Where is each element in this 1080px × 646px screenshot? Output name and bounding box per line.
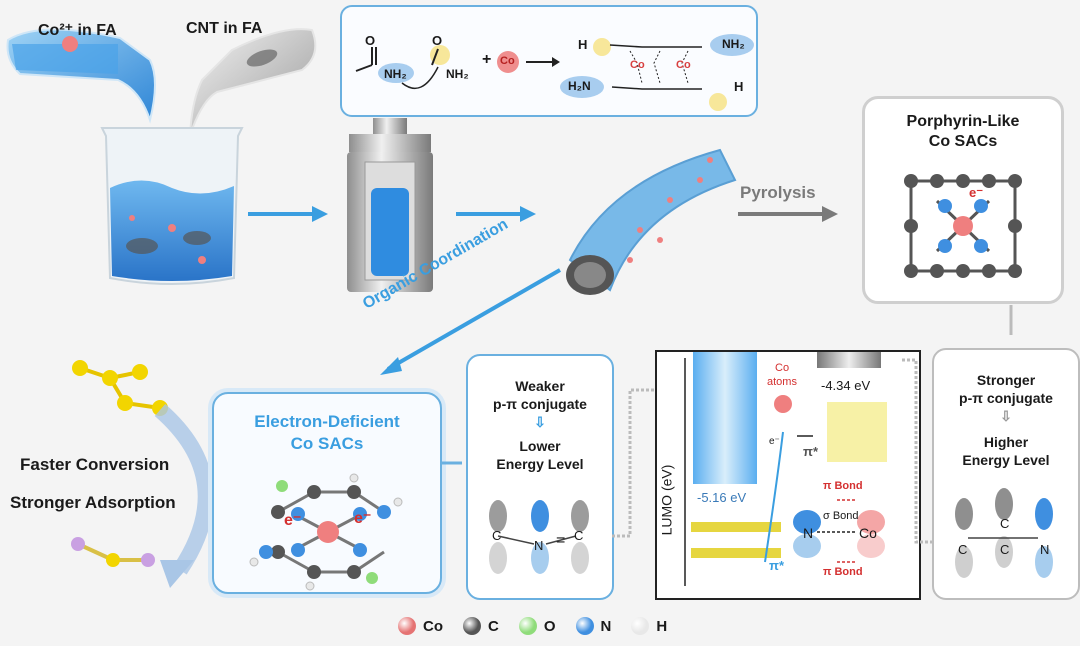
weaker-line3: Lower <box>519 438 561 454</box>
pyrolysis-arrow <box>738 206 838 222</box>
stronger-orbitals <box>955 488 1053 578</box>
co-atoms-label-2: atoms <box>767 376 797 388</box>
legend-swatch-c <box>463 617 481 635</box>
stronger-line4: Energy Level <box>962 452 1050 468</box>
weaker-arrow-icon: ⇩ <box>534 414 546 430</box>
co-atom-label: Co <box>859 525 877 541</box>
weaker-line1: Weaker <box>515 378 565 394</box>
sigma-bond: σ Bond <box>823 510 859 522</box>
porphyrin-structure <box>904 174 1022 278</box>
porphyrin-box: Porphyrin-Like Co SACs e⁻ <box>862 96 1064 304</box>
stronger-c-left: C <box>958 542 968 557</box>
reaction-plus: + <box>482 51 492 68</box>
stronger-line3: Higher <box>983 434 1029 450</box>
stronger-arrow-icon: ⇩ <box>1000 408 1012 424</box>
faster-conversion-label: Faster Conversion <box>20 455 170 474</box>
reaction-nh2-c: NH₂ <box>722 37 745 51</box>
conversion-arrow <box>154 403 214 588</box>
deficient-electron-right: e⁻ <box>354 510 372 527</box>
low-energy-value: -5.16 eV <box>697 490 747 505</box>
energy-connector <box>902 358 932 544</box>
pi-bond-top: π Bond <box>823 480 863 492</box>
porphyrin-title-2: Co SACs <box>928 133 998 150</box>
weaker-conjugate-box: Weaker p-π conjugate ⇩ Lower Energy Leve… <box>466 354 614 600</box>
reaction-co-reactant: Co <box>500 55 515 67</box>
pi-star-lower: π* <box>769 558 785 573</box>
high-energy-value: -4.34 eV <box>821 378 871 393</box>
porphyrin-connector <box>1009 305 1013 335</box>
reaction-co1: Co <box>630 59 645 71</box>
atom-legend: Co C O N H <box>398 615 667 637</box>
beaker-illustration <box>100 127 244 285</box>
reaction-o-right: O <box>432 33 443 48</box>
legend-swatch-n <box>575 617 594 635</box>
legend-label-o: O <box>543 617 556 635</box>
cobalt-flask-illustration <box>6 28 156 124</box>
cobalt-solution-label: Co²⁺ in FA <box>38 22 117 39</box>
stronger-adsorption-label: Stronger Adsorption <box>10 493 176 512</box>
pi-bond-bottom: π Bond <box>823 566 863 578</box>
legend-item-c: C <box>463 617 499 635</box>
legend-label-n: N <box>600 617 612 635</box>
reaction-nh2-b: NH₂ <box>446 67 469 81</box>
legend-item-o: O <box>518 617 556 635</box>
pi-star-upper: π* <box>803 444 819 459</box>
reaction-h2n: H₂N <box>568 79 591 93</box>
weaker-c-right: C <box>574 528 584 543</box>
legend-label-co: Co <box>423 617 443 635</box>
electron-label: e⁻ <box>769 436 780 447</box>
weaker-orbitals <box>489 500 589 574</box>
polysulfide-molecule <box>72 360 168 416</box>
electron-deficient-box: Electron-Deficient Co SACs e⁻ e⁻ <box>212 392 442 594</box>
porphyrin-electron: e⁻ <box>969 185 984 200</box>
organic-coordination-arrow <box>380 268 561 375</box>
lumo-axis-label: LUMO (eV) <box>658 464 675 536</box>
weaker-line2: p-π conjugate <box>493 396 587 412</box>
deficient-structure <box>249 473 403 591</box>
reaction-bonds <box>355 34 754 111</box>
legend-label-c: C <box>488 617 499 635</box>
energy-diagram-graphics <box>684 352 887 586</box>
weaker-double-bond: = <box>556 532 566 549</box>
co-atoms-label-1: Co <box>775 362 790 374</box>
reaction-co2: Co <box>676 59 691 71</box>
flow-arrow-1 <box>248 206 328 222</box>
stronger-c-right: C <box>1000 542 1010 557</box>
reaction-h-left: H <box>578 37 588 52</box>
nanotube-illustration <box>566 148 737 295</box>
legend-swatch-h <box>631 617 650 635</box>
reaction-nh2-a: NH₂ <box>384 67 407 81</box>
deficient-title-1: Electron-Deficient <box>254 412 400 431</box>
legend-swatch-o <box>518 617 537 635</box>
legend-label-h: H <box>656 617 668 635</box>
weaker-n-mid: N <box>534 538 544 553</box>
stronger-n-right: N <box>1040 542 1050 557</box>
cnt-solution-label: CNT in FA <box>186 20 263 37</box>
legend-swatch-co <box>398 617 416 635</box>
reaction-o-left: O <box>365 33 376 48</box>
energy-diagram-box: LUMO (eV) -5.16 eV -4.34 eV Co atoms e⁻ … <box>655 350 921 600</box>
legend-item-h: H <box>631 617 667 635</box>
pyrolysis-label: Pyrolysis <box>740 183 816 202</box>
deficient-electron-left: e⁻ <box>284 512 302 529</box>
stronger-line2: p-π conjugate <box>959 390 1053 406</box>
weaker-line4: Energy Level <box>496 456 584 472</box>
deficient-title-2: Co SACs <box>290 434 364 453</box>
weaker-connector <box>612 388 660 538</box>
stronger-conjugate-box: Stronger p-π conjugate ⇩ Higher Energy L… <box>932 348 1080 600</box>
stronger-line1: Stronger <box>976 372 1036 388</box>
legend-item-co: Co <box>398 617 443 635</box>
autoclave-illustration <box>347 118 433 292</box>
n-atom-label: N <box>803 525 814 541</box>
sulfide-product-molecule <box>71 537 155 567</box>
weaker-c-left: C <box>492 528 502 543</box>
stronger-c-top: C <box>1000 516 1010 531</box>
reaction-scheme-box: O NH₂ O NH₂ + Co H Co Co NH₂ H₂N H <box>340 5 758 117</box>
porphyrin-title-1: Porphyrin-Like <box>906 113 1020 130</box>
flow-arrow-2 <box>456 206 536 222</box>
deficient-connector <box>442 461 462 465</box>
reaction-h-right: H <box>734 79 744 94</box>
legend-item-n: N <box>575 617 612 635</box>
